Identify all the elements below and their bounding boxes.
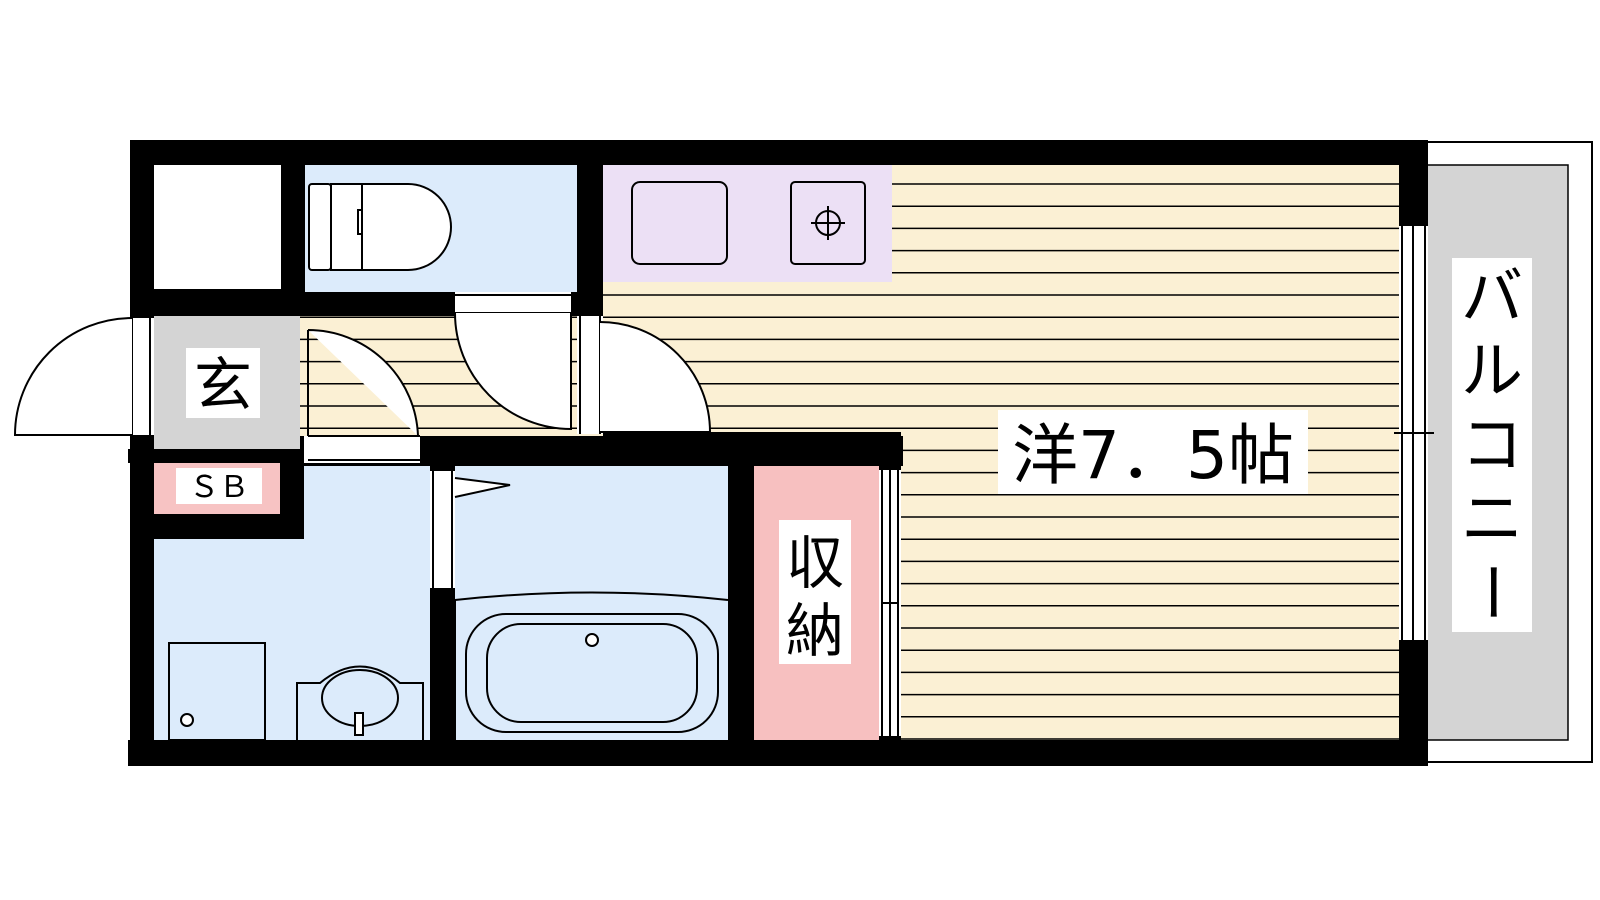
balcony-label-char: ニ <box>1461 482 1523 555</box>
bathtub-icon <box>454 591 729 740</box>
toilet-icon <box>308 183 452 271</box>
shoe-box-label: ＳＢ <box>189 470 249 505</box>
bathroom-door <box>432 471 511 588</box>
entrance-label: 玄 <box>194 351 252 419</box>
western-room-label: 洋7．5帖 <box>1012 417 1294 494</box>
washing-machine-icon <box>168 642 266 741</box>
storage-label-2: 納 <box>786 597 844 665</box>
balcony <box>1399 141 1593 763</box>
balcony-label-char: ー <box>1455 561 1528 623</box>
balcony-label-char: バ <box>1461 260 1523 333</box>
doors <box>13 226 1434 736</box>
fixtures <box>168 181 866 741</box>
toilet-door <box>454 294 572 431</box>
washroom-door <box>307 329 420 461</box>
balcony-window <box>1394 226 1434 640</box>
wash-basin-icon <box>296 665 424 740</box>
bathroom <box>455 466 728 740</box>
kitchen-sink-icon <box>631 181 728 265</box>
closet-door <box>881 470 899 736</box>
pipe-shaft <box>154 165 281 289</box>
western-room <box>603 165 1399 740</box>
storage-label: 収 <box>786 529 844 597</box>
balcony-label-char: ル <box>1461 334 1523 407</box>
stove-icon <box>790 181 866 265</box>
balcony-label-char: コ <box>1461 408 1523 481</box>
entrance-door <box>13 317 151 436</box>
room-door <box>579 316 712 434</box>
